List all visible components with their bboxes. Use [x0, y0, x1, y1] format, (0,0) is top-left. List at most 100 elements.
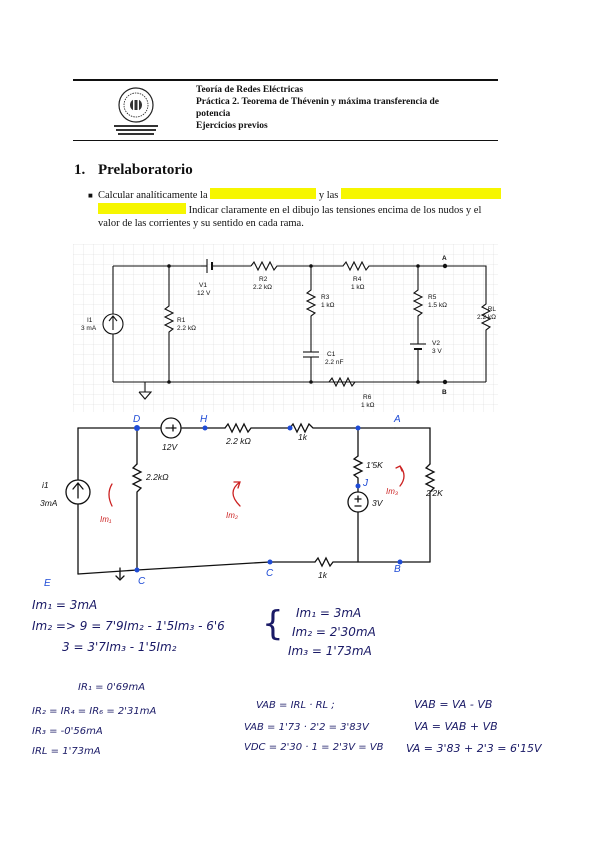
sketch-mesh-arrow-1 — [108, 483, 113, 507]
brace: { — [262, 604, 284, 644]
section-number: 1. — [74, 162, 86, 178]
bullet-paragraph-line3: valor de las corrientes y su sentido en … — [98, 218, 304, 229]
sketch-node-c-left — [134, 567, 140, 573]
resistor-r1 — [163, 266, 175, 382]
sketch-node-h — [202, 425, 208, 431]
sketch-label-j: J — [362, 478, 369, 489]
label-rl-val: 2.2 kΩ — [477, 314, 496, 321]
schematic-grid — [73, 244, 498, 412]
sketch-wire-bottom — [77, 561, 316, 575]
label-r5-val: 1.5 kΩ — [428, 302, 447, 309]
header-top-rule — [73, 79, 498, 81]
circuit-schematic: I1 3 mA R1 2.2 kΩ V1 12 V R2 2.2 kΩ R3 1… — [73, 244, 498, 412]
vab-diff: VAB = VA - VB — [414, 698, 493, 711]
label-v1: V1 — [199, 282, 207, 289]
university-seal-logo — [114, 87, 158, 135]
label-r2: R2 — [259, 276, 268, 283]
result-im2: Im₂ = 2'30mA — [292, 625, 376, 639]
sketch-mesh-arrow-2 — [232, 481, 241, 507]
resistor-r6 — [328, 376, 356, 388]
bullet-dot: ■ — [88, 191, 93, 200]
practice-title: Práctica 2. Teorema de Thévenin y máxima… — [196, 97, 440, 107]
course-title: Teoría de Redes Eléctricas — [196, 85, 304, 95]
label-node-b: B — [442, 389, 447, 396]
label-v1-val: 12 V — [197, 290, 211, 297]
sketch-label-im3: Im₃ — [386, 487, 398, 496]
sketch-label-c1: C — [138, 576, 146, 587]
sketch-label-1k-bot: 1k — [318, 570, 328, 580]
sketch-node-j — [355, 483, 361, 489]
result-im1: Im₁ = 3mA — [296, 606, 362, 620]
label-c1: C1 — [327, 351, 336, 358]
sketch-label-12v: 12V — [162, 442, 178, 452]
label-c1-val: 2.2 nF — [325, 359, 343, 366]
sketch-label-r22a: 2.2 kΩ — [225, 436, 251, 446]
sketch-label-im2: Im₂ — [226, 511, 238, 520]
node-a-dot — [442, 263, 448, 269]
sketch-node-b — [397, 559, 403, 565]
resistor-r5 — [412, 266, 424, 344]
highlight-1 — [210, 188, 317, 199]
sketch-label-im1: Im₁ — [100, 515, 112, 524]
label-r4-val: 1 kΩ — [351, 284, 365, 291]
practice-title-cont: potencia — [196, 109, 231, 119]
label-r5: R5 — [428, 294, 437, 301]
label-rl: RL — [488, 306, 497, 313]
sketch-label-22k-left: 2.2kΩ — [145, 472, 169, 482]
vab-value: VAB = 1'73 · 2'2 = 3'83V — [244, 722, 369, 733]
resistor-r3 — [305, 266, 317, 352]
resistor-rl — [418, 265, 492, 382]
eq-im2: Im₂ => 9 = 7'9Im₂ - 1'5Im₃ - 6'6 — [32, 619, 225, 633]
highlight-2 — [341, 188, 502, 199]
sketch-resistor-22k-left — [131, 463, 143, 571]
sketch-resistor-15k — [352, 455, 364, 493]
sketch-resistor-22k — [224, 422, 291, 434]
handwritten-circuit-sketch: D H A J E C C B 12V 2.2 kΩ 1k 1'5K 3V 2'… — [40, 414, 443, 589]
sketch-label-h: H — [200, 414, 208, 425]
sketch-resistor-1k-bot — [314, 556, 431, 568]
result-im3: Im₃ = 1'73mA — [288, 644, 372, 658]
label-r3-val: 1 kΩ — [321, 302, 335, 309]
bullet-text-1: Calcular analíticamente la — [98, 190, 208, 201]
resistor-r2 — [250, 260, 311, 272]
sketch-resistor-1k-top — [289, 422, 396, 434]
sketch-label-i1-val: 3mA — [40, 498, 58, 508]
sketch-node-c-mid — [267, 559, 273, 565]
label-v2: V2 — [432, 340, 440, 347]
va-value: VA = 3'83 + 2'3 = 6'15V — [406, 742, 542, 755]
section-title: Prelaboratorio — [98, 162, 193, 178]
label-node-a: A — [442, 255, 447, 262]
sketch-label-1k-top: 1k — [298, 432, 308, 442]
sketch-label-d: D — [133, 414, 140, 425]
sketch-node-top-mid — [287, 425, 293, 431]
va-sum: VA = VAB + VB — [414, 720, 498, 733]
branch-ir2: IR₂ = IR₄ = IR₆ = 2'31mA — [32, 706, 157, 717]
branch-ir1: IR₁ = 0'69mA — [78, 682, 146, 693]
label-r6-val: 1 kΩ — [361, 402, 375, 409]
sketch-label-15k: 1'5K — [366, 460, 383, 470]
bullet-text-2: y las — [318, 190, 339, 201]
sketch-label-c2: C — [266, 568, 274, 579]
sketch-label-22k-right: 2'2K — [425, 488, 443, 498]
sketch-ground — [115, 567, 125, 581]
highlight-3 — [98, 203, 186, 214]
bullet-paragraph: Calcular analíticamente la y las — [98, 188, 518, 203]
label-r2-val: 2.2 kΩ — [253, 284, 272, 291]
branch-irl: IRL = 1'73mA — [32, 746, 101, 757]
sketch-resistor-22k-right — [424, 463, 436, 563]
sketch-node-d — [134, 425, 140, 431]
resistor-r4 — [311, 260, 418, 272]
label-v2-val: 3 V — [432, 348, 442, 355]
label-r6: R6 — [363, 394, 372, 401]
vdc-value: VDC = 2'30 · 1 = 2'3V = VB — [244, 742, 384, 753]
node-b-dot — [442, 379, 448, 385]
eq-im3: 3 = 3'7Im₃ - 1'5Im₂ — [62, 640, 177, 654]
sketch-mesh-arrow-3 — [395, 465, 405, 487]
label-r1-val: 2.2 kΩ — [177, 325, 196, 332]
bullet-paragraph-line2: Indicar claramente en el dibujo las tens… — [98, 203, 528, 218]
header-bottom-rule — [73, 140, 498, 141]
exercises-subtitle: Ejercicios previos — [196, 121, 268, 131]
label-i1: I1 — [87, 317, 93, 324]
sketch-label-3v: 3V — [372, 498, 384, 508]
eq-im1: Im₁ = 3mA — [32, 598, 98, 612]
